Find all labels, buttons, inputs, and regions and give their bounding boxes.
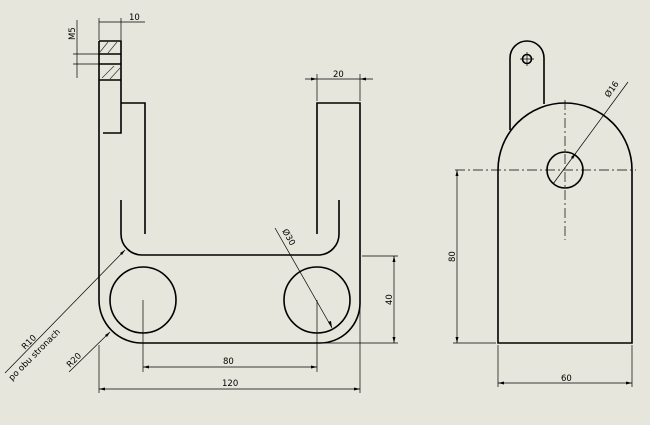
tab-hole-cross	[520, 52, 534, 66]
dim-r20-leader	[68, 331, 111, 373]
dim-120-line	[98, 305, 361, 393]
dim-r10-leader	[4, 249, 126, 374]
dim-60: 60	[561, 374, 572, 384]
dim-40: 40	[385, 294, 395, 305]
side-view: Ø16 80 60	[448, 40, 636, 387]
dim-ø30: Ø30	[279, 227, 297, 248]
dim-80-side-line	[453, 170, 496, 344]
tab-thread-lines	[99, 53, 121, 81]
front-view: 10 M5 20 Ø30 40 80 120 R10 po obu strona…	[4, 13, 398, 393]
part-outline	[98, 40, 361, 344]
dim-20: 20	[333, 70, 344, 80]
dim-m5-line	[73, 20, 99, 78]
center-lines	[455, 100, 636, 240]
dim-ø16-leader	[552, 81, 629, 185]
hatching	[99, 41, 122, 80]
body-outline	[497, 102, 633, 344]
tab-outline	[509, 40, 545, 130]
dim-r20: R20	[65, 351, 84, 370]
dim-80-side: 80	[448, 251, 458, 262]
inner-fillet-left	[120, 200, 340, 256]
dim-m5: M5	[68, 27, 78, 40]
dim-ø30-leader	[274, 227, 333, 329]
dim-10: 10	[129, 13, 140, 23]
dim-r10-note: po obu stronach	[7, 327, 63, 383]
dim-120: 120	[222, 379, 238, 389]
dim-60-line	[497, 345, 633, 387]
hole-center-marks	[142, 300, 318, 372]
dim-80: 80	[223, 357, 234, 367]
dim-10-line	[98, 18, 145, 40]
dim-ø16: Ø16	[602, 79, 621, 100]
